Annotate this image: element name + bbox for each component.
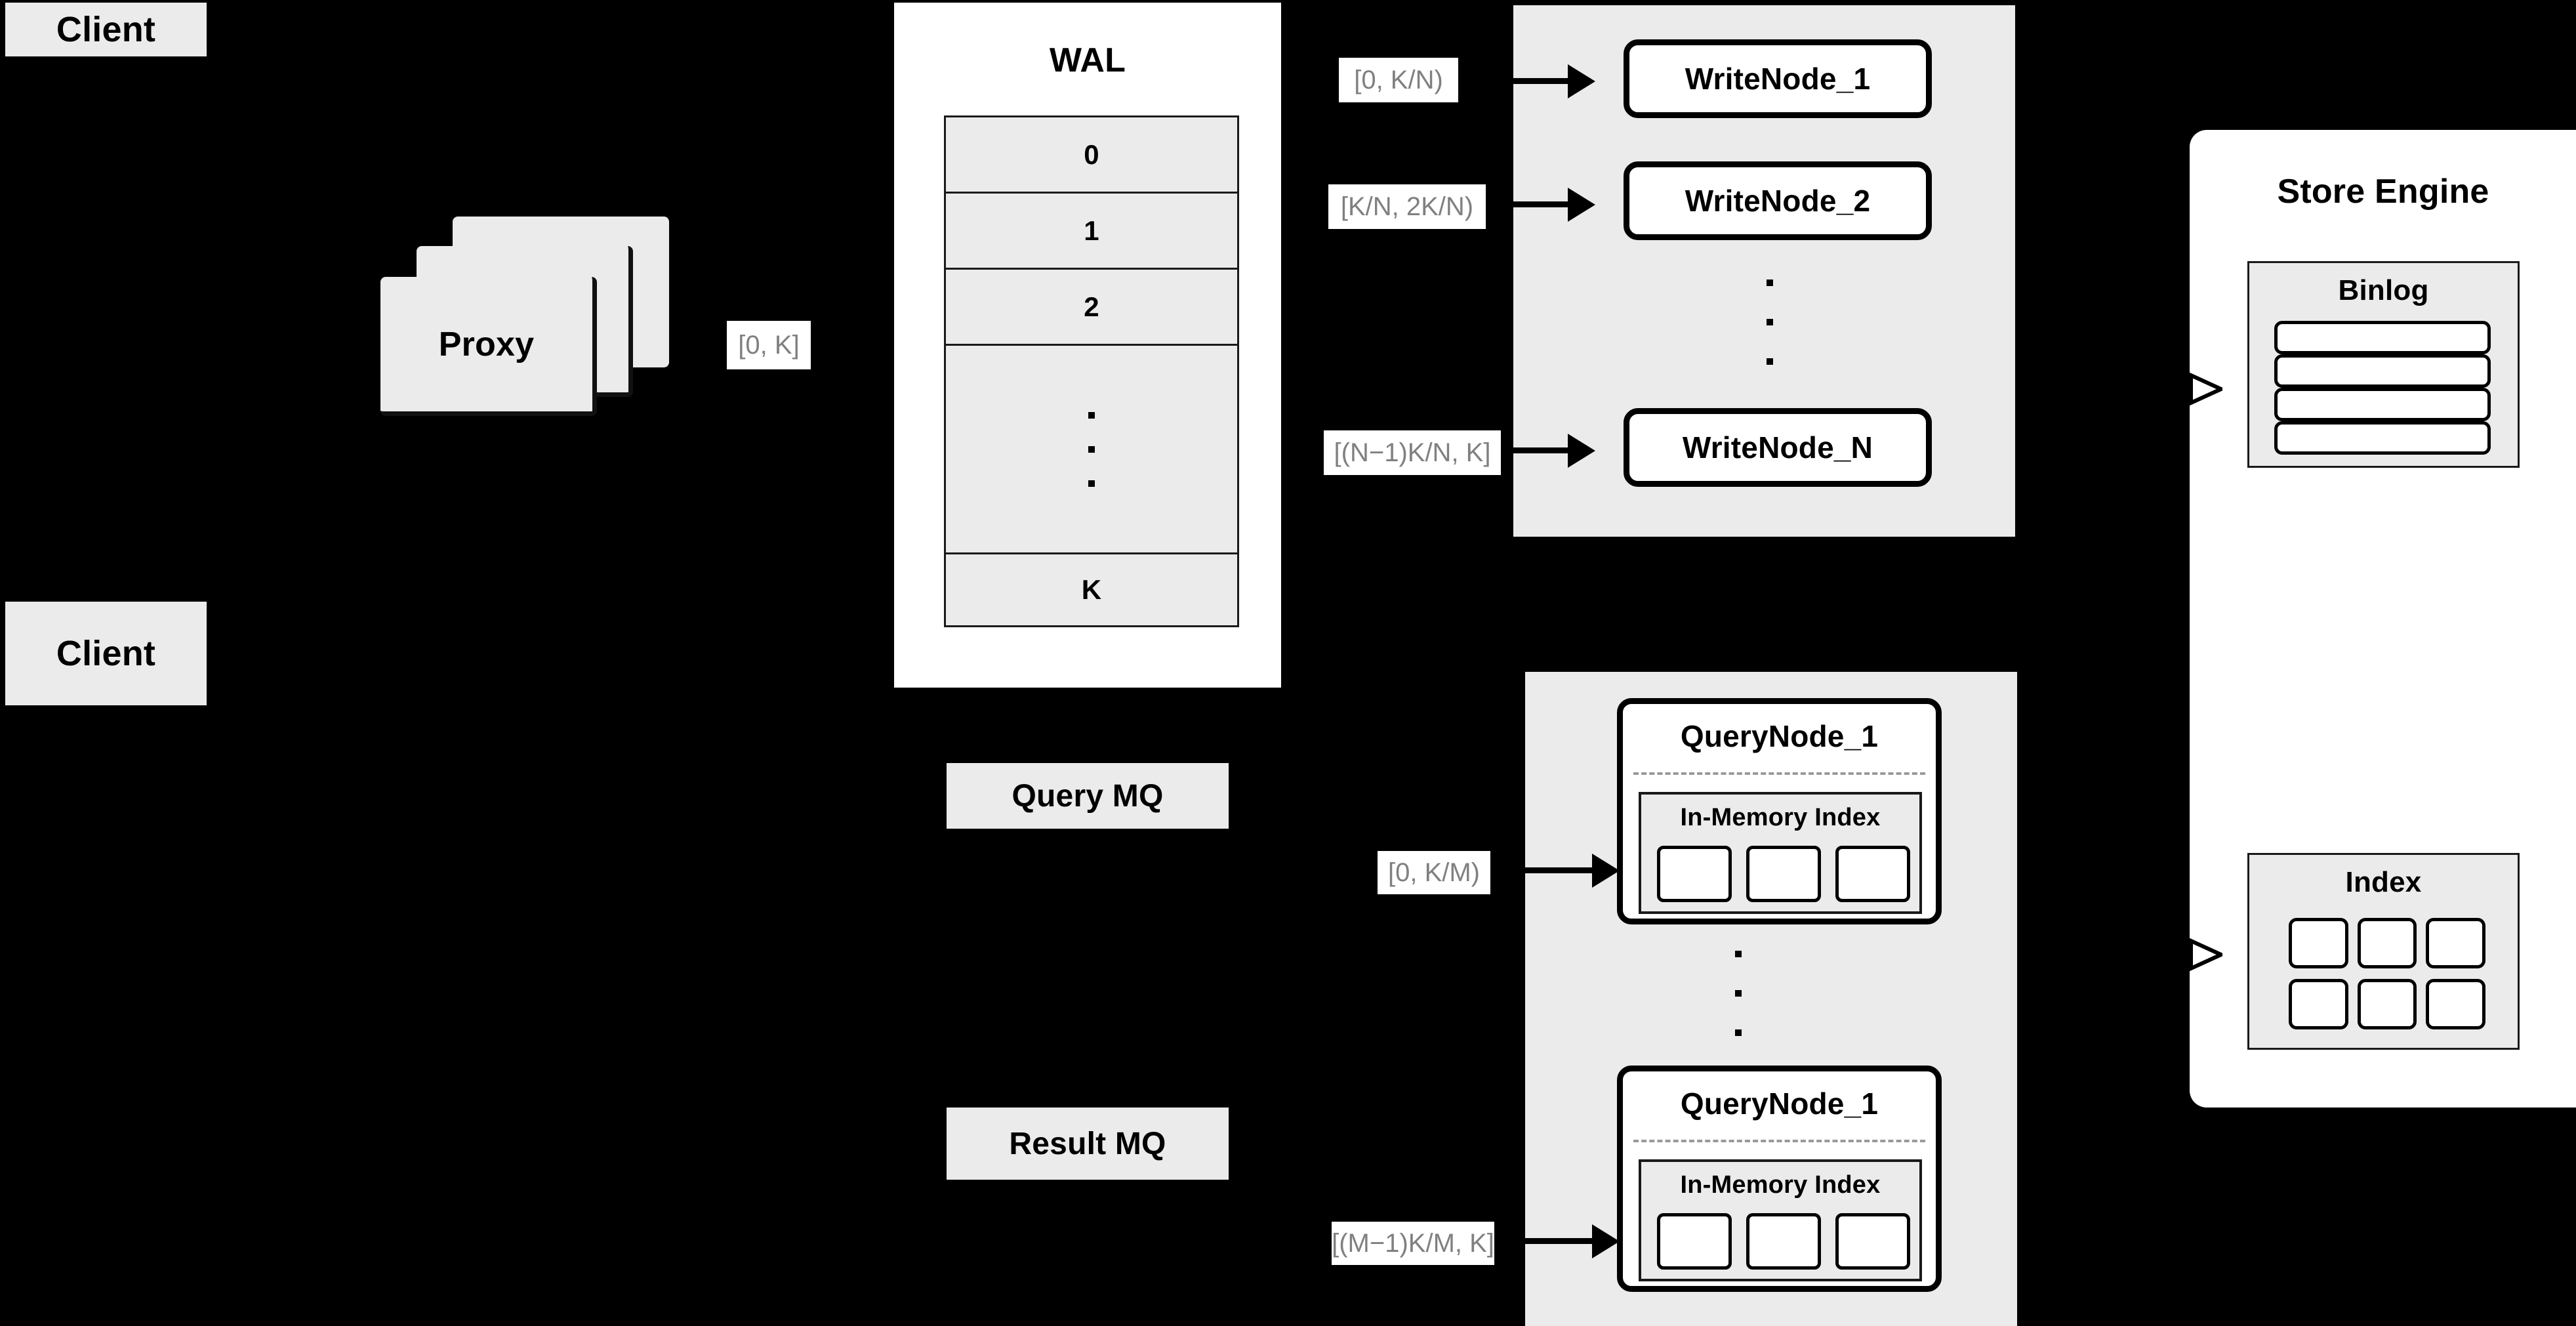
index-cell[interactable]: [2289, 918, 2348, 968]
binlog-row[interactable]: [2274, 354, 2491, 388]
inmemory-cell[interactable]: [1746, 1213, 1821, 1270]
query-node-2-inmemory-index: In-Memory Index: [1639, 1159, 1922, 1281]
proxy-range-label: [0, K]: [738, 330, 800, 360]
wal-entry-k[interactable]: K: [944, 552, 1239, 627]
binlog-rows: [2274, 321, 2491, 455]
query-mq-box[interactable]: Query MQ: [947, 763, 1229, 829]
binlog-row[interactable]: [2274, 421, 2491, 455]
wal-entry-2[interactable]: 2: [944, 268, 1239, 344]
proxy-range-chip: [0, K]: [727, 321, 811, 369]
wal-title: WAL: [1049, 41, 1126, 79]
wal-entry-1[interactable]: 1: [944, 192, 1239, 268]
index-cell[interactable]: [2357, 979, 2417, 1029]
proxy-stack[interactable]: Proxy: [380, 217, 669, 426]
binlog-row[interactable]: [2274, 321, 2491, 354]
query-node-2-inmemory-cells: [1657, 1213, 1910, 1270]
query-node-1[interactable]: QueryNode_1 In-Memory Index: [1617, 698, 1942, 924]
write-node-group-panel: WriteNode_1 WriteNode_2 WriteNode_N: [1513, 5, 2015, 537]
query-node-1-inmemory-cells: [1657, 846, 1910, 902]
index-title: Index: [2345, 866, 2422, 898]
query-node-ellipsis-icon: [1735, 951, 1742, 1036]
write-node-2[interactable]: WriteNode_2: [1624, 161, 1932, 240]
index-inflow-arrow-head: [2189, 938, 2226, 972]
write-node-n-arrow-line: [1503, 447, 1595, 454]
store-engine-title: Store Engine: [2277, 173, 2489, 211]
client-label-2: Client: [56, 634, 156, 673]
query-node-1-title: QueryNode_1: [1680, 719, 1879, 753]
query-node-1-range-chip: [0, K/M): [1378, 851, 1490, 894]
wal-entry-list: 0 1 2 K: [944, 115, 1239, 627]
query-node-1-inmemory-index-title: In-Memory Index: [1680, 803, 1881, 831]
write-node-1-range-chip: [0, K/N): [1339, 58, 1458, 102]
write-node-n-arrow-head: [1568, 434, 1595, 468]
index-cell[interactable]: [2426, 918, 2485, 968]
query-node-2-arrow-head: [1592, 1224, 1620, 1258]
index-cell[interactable]: [2426, 979, 2485, 1029]
write-node-n-range-chip: [(N−1)K/N, K]: [1324, 430, 1501, 475]
inmemory-cell[interactable]: [1835, 1213, 1910, 1270]
query-node-2[interactable]: QueryNode_1 In-Memory Index: [1617, 1066, 1942, 1292]
write-node-1-arrow-head: [1568, 64, 1595, 98]
proxy-card-front[interactable]: Proxy: [380, 277, 597, 416]
write-node-2-range-chip: [K/N, 2K/N): [1328, 184, 1486, 229]
store-engine-container: Store Engine Binlog Index: [2190, 130, 2576, 1108]
index-cell-grid: [2289, 918, 2485, 1029]
inmemory-cell[interactable]: [1657, 846, 1732, 902]
query-node-2-arrow-line: [1501, 1238, 1620, 1245]
write-node-1-arrow-line: [1469, 78, 1595, 85]
result-mq-box[interactable]: Result MQ: [947, 1108, 1229, 1180]
query-node-1-arrow-head: [1592, 854, 1620, 888]
client-label-1: Client: [56, 10, 156, 49]
client-box-1[interactable]: Client: [5, 3, 207, 56]
write-node-n[interactable]: WriteNode_N: [1624, 408, 1932, 487]
binlog-row[interactable]: [2274, 388, 2491, 421]
query-node-1-inmemory-index: In-Memory Index: [1639, 792, 1922, 914]
query-node-1-divider: [1633, 772, 1925, 775]
query-node-1-arrow-line: [1499, 867, 1620, 874]
binlog-inflow-arrow-line: [2149, 386, 2228, 392]
index-cell[interactable]: [2357, 918, 2417, 968]
query-node-2-inmemory-index-title: In-Memory Index: [1680, 1171, 1881, 1199]
query-node-2-divider: [1633, 1140, 1925, 1142]
inmemory-cell[interactable]: [1746, 846, 1821, 902]
inmemory-cell[interactable]: [1835, 846, 1910, 902]
index-inflow-arrow-line: [2149, 952, 2228, 957]
write-node-2-arrow-line: [1490, 201, 1595, 208]
proxy-label: Proxy: [438, 325, 535, 363]
query-node-group-panel: QueryNode_1 In-Memory Index QueryNode_1: [1525, 672, 2017, 1326]
write-node-ellipsis-icon: [1767, 280, 1773, 365]
wal-entry-0[interactable]: 0: [944, 115, 1239, 192]
wal-entry-ellipsis: [944, 344, 1239, 552]
write-node-2-arrow-head: [1568, 188, 1595, 222]
vertical-ellipsis-icon: [1088, 411, 1095, 487]
index-panel: Index: [2247, 853, 2520, 1050]
binlog-title: Binlog: [2338, 274, 2429, 306]
index-cell[interactable]: [2289, 979, 2348, 1029]
query-node-2-title: QueryNode_1: [1680, 1087, 1879, 1121]
query-mq-label: Query MQ: [1012, 778, 1164, 814]
write-node-1[interactable]: WriteNode_1: [1624, 39, 1932, 118]
client-box-2[interactable]: Client: [5, 602, 207, 705]
binlog-panel: Binlog: [2247, 261, 2520, 468]
wal-container: WAL 0 1 2 K: [894, 3, 1281, 688]
result-mq-label: Result MQ: [1009, 1126, 1166, 1161]
binlog-inflow-arrow-head: [2189, 372, 2226, 406]
query-node-2-range-chip: [(M−1)K/M, K]: [1332, 1222, 1494, 1265]
inmemory-cell[interactable]: [1657, 1213, 1732, 1270]
